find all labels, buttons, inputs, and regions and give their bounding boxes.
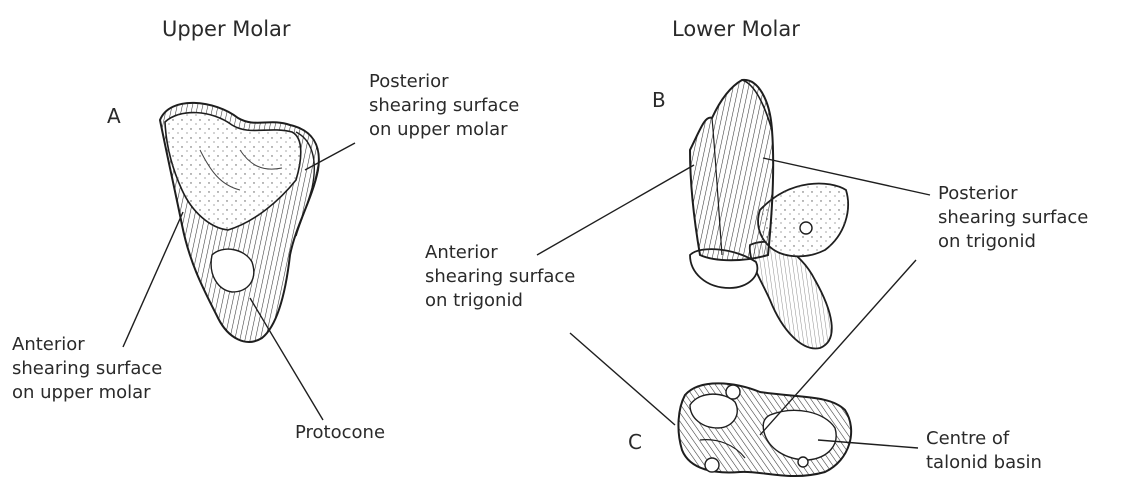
label-line: Posterior — [369, 70, 519, 94]
label-line: talonid basin — [926, 451, 1042, 475]
label-upper-posterior: Posterior shearing surface on upper mola… — [369, 70, 519, 142]
label-line: shearing surface — [12, 357, 162, 381]
label-talonid-basin: Centre of talonid basin — [926, 427, 1042, 475]
label-line: Centre of — [926, 427, 1042, 451]
panel-letter-b: B — [652, 88, 666, 112]
title-lower-molar: Lower Molar — [672, 17, 800, 41]
label-line: on trigonid — [425, 289, 575, 313]
panel-letter-c: C — [628, 430, 642, 454]
leader-protocone — [250, 298, 323, 420]
label-protocone: Protocone — [295, 421, 385, 445]
label-line: shearing surface — [425, 265, 575, 289]
upper-molar-drawing — [160, 103, 319, 342]
label-lower-anterior: Anterior shearing surface on trigonid — [425, 241, 575, 313]
leader-lower-anterior-c — [570, 333, 675, 425]
label-line: Anterior — [425, 241, 575, 265]
leader-upper-anterior — [123, 212, 183, 347]
label-line: shearing surface — [938, 206, 1088, 230]
panel-letter-a: A — [107, 104, 121, 128]
label-lower-posterior: Posterior shearing surface on trigonid — [938, 182, 1088, 254]
label-line: Anterior — [12, 333, 162, 357]
label-line: on upper molar — [12, 381, 162, 405]
lower-molar-b-drawing — [690, 80, 848, 349]
title-upper-molar: Upper Molar — [162, 17, 291, 41]
label-line: Posterior — [938, 182, 1088, 206]
label-line: on upper molar — [369, 118, 519, 142]
label-line: on trigonid — [938, 230, 1088, 254]
label-upper-anterior: Anterior shearing surface on upper molar — [12, 333, 162, 405]
label-line: shearing surface — [369, 94, 519, 118]
